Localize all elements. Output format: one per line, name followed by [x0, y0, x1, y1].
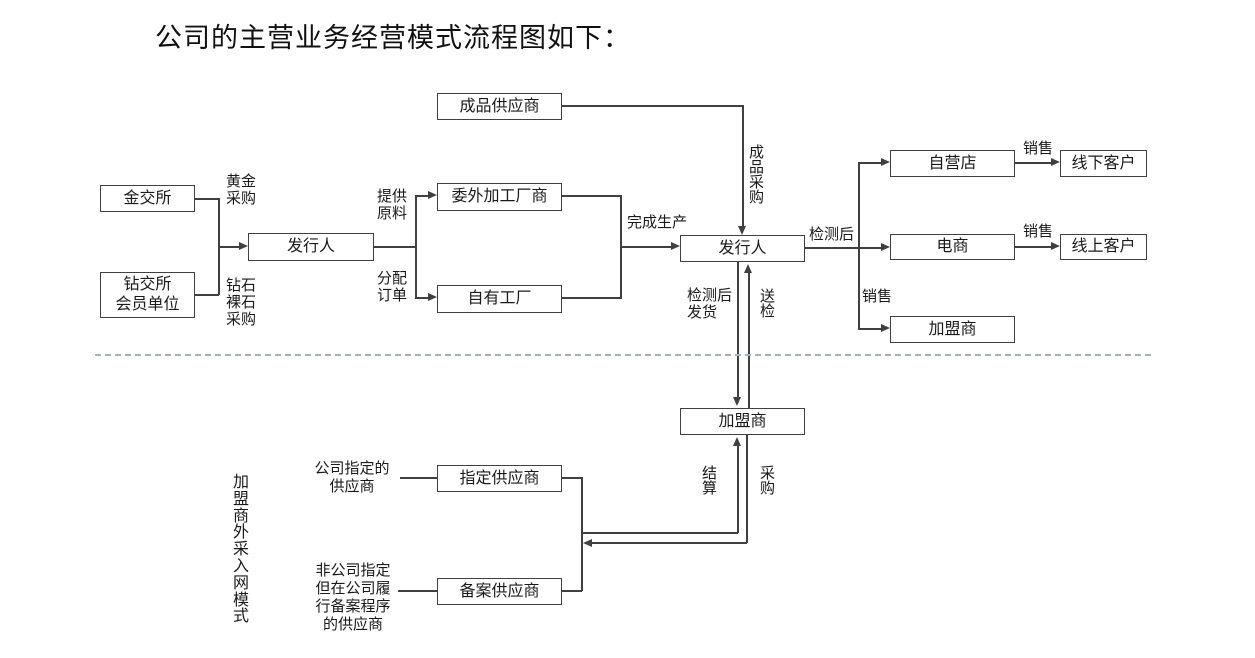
edge-label-procurement: 采 购: [760, 465, 776, 497]
connector-line: [858, 162, 860, 329]
node-self-operated-store: 自营店: [890, 150, 1015, 177]
node-online-customers: 线上客户: [1060, 234, 1147, 260]
arrowhead: [583, 539, 592, 547]
arrowhead: [671, 242, 680, 250]
connector-line: [748, 272, 750, 408]
arrowhead: [881, 158, 890, 166]
connector-line: [218, 246, 240, 248]
edge-label-provide-materials: 提供 原料: [377, 188, 408, 222]
edge-label-allocate-orders: 分配 订单: [377, 270, 408, 304]
connector-line: [415, 195, 417, 299]
page-title: 公司的主营业务经营模式流程图如下：: [155, 23, 631, 53]
connector-line: [562, 477, 582, 479]
connector-line: [415, 195, 428, 197]
connector-line: [805, 247, 882, 249]
arrowhead: [744, 264, 752, 273]
arrowhead: [733, 397, 741, 406]
connector-line: [398, 590, 437, 592]
connector-line: [737, 262, 739, 397]
node-outsourced-processor: 委外加工厂商: [437, 183, 562, 211]
edge-label-gold-purchase: 黄金 采购: [226, 173, 257, 207]
connector-line: [562, 297, 620, 299]
connector-line: [562, 105, 743, 107]
node-diamond-exchange-member: 钻交所 会员单位: [100, 272, 195, 318]
label-franchisee-external-purchase-mode: 加 盟 商 外 采 入 网 模 式: [233, 474, 250, 626]
edge-label-send-for-inspection: 送 检: [760, 288, 776, 320]
edge-label-diamond-purchase: 钻石 裸石 采购: [226, 277, 257, 328]
arrowhead: [1051, 158, 1060, 166]
node-ecommerce: 电商: [890, 234, 1015, 260]
connector-line: [581, 477, 583, 591]
node-franchisee-bottom: 加盟商: [680, 408, 805, 435]
node-franchisee-sales: 加盟商: [890, 316, 1015, 343]
connector-line: [195, 198, 219, 200]
edge-label-sales-online: 销售: [1023, 223, 1054, 240]
node-issuer-left: 发行人: [248, 233, 374, 261]
connector-line: [562, 195, 620, 197]
edge-label-finished-goods-purchase: 成 品 采 购: [749, 144, 765, 206]
edge-label-ship-after-testing: 检测后 发货: [687, 287, 733, 321]
edge-label-sales-offline: 销售: [1023, 140, 1054, 157]
connector-line: [582, 532, 738, 534]
arrowhead: [428, 191, 437, 199]
connector-line: [562, 590, 582, 592]
connector-line: [742, 105, 744, 226]
section-divider: [95, 354, 1151, 356]
connector-line: [195, 294, 219, 296]
label-company-designated-supplier: 公司指定的 供应商: [314, 460, 390, 495]
arrowhead: [881, 324, 890, 332]
arrowhead: [428, 293, 437, 301]
connector-line: [737, 445, 739, 533]
connector-line: [620, 246, 671, 248]
node-registered-supplier: 备案供应商: [437, 578, 562, 605]
node-designated-supplier: 指定供应商: [437, 465, 562, 492]
connector-line: [858, 162, 881, 164]
arrowhead: [733, 437, 741, 446]
connector-line: [1015, 246, 1051, 248]
node-gold-exchange: 金交所: [100, 185, 195, 212]
arrowhead: [239, 242, 248, 250]
connector-line: [374, 246, 415, 248]
connector-line: [1015, 162, 1051, 164]
connector-line: [746, 435, 748, 543]
edge-label-settlement: 结 算: [702, 465, 718, 497]
label-non-company-designated-supplier: 非公司指定 但在公司履 行备案程序 的供应商: [315, 562, 391, 633]
node-own-factory: 自有工厂: [437, 285, 562, 313]
node-offline-customers: 线下客户: [1060, 150, 1147, 177]
connector-line: [858, 328, 881, 330]
arrowhead: [1051, 242, 1060, 250]
connector-line: [592, 542, 747, 544]
arrowhead: [881, 243, 890, 251]
connector-line: [415, 297, 428, 299]
edge-label-complete-production: 完成生产: [627, 214, 688, 231]
connector-line: [400, 477, 437, 479]
edge-label-after-testing: 检测后: [809, 226, 855, 243]
node-finished-goods-supplier: 成品供应商: [437, 93, 562, 120]
arrowhead: [738, 226, 746, 235]
node-issuer-right: 发行人: [680, 235, 805, 262]
edge-label-sales-franchisee: 销售: [862, 288, 893, 305]
